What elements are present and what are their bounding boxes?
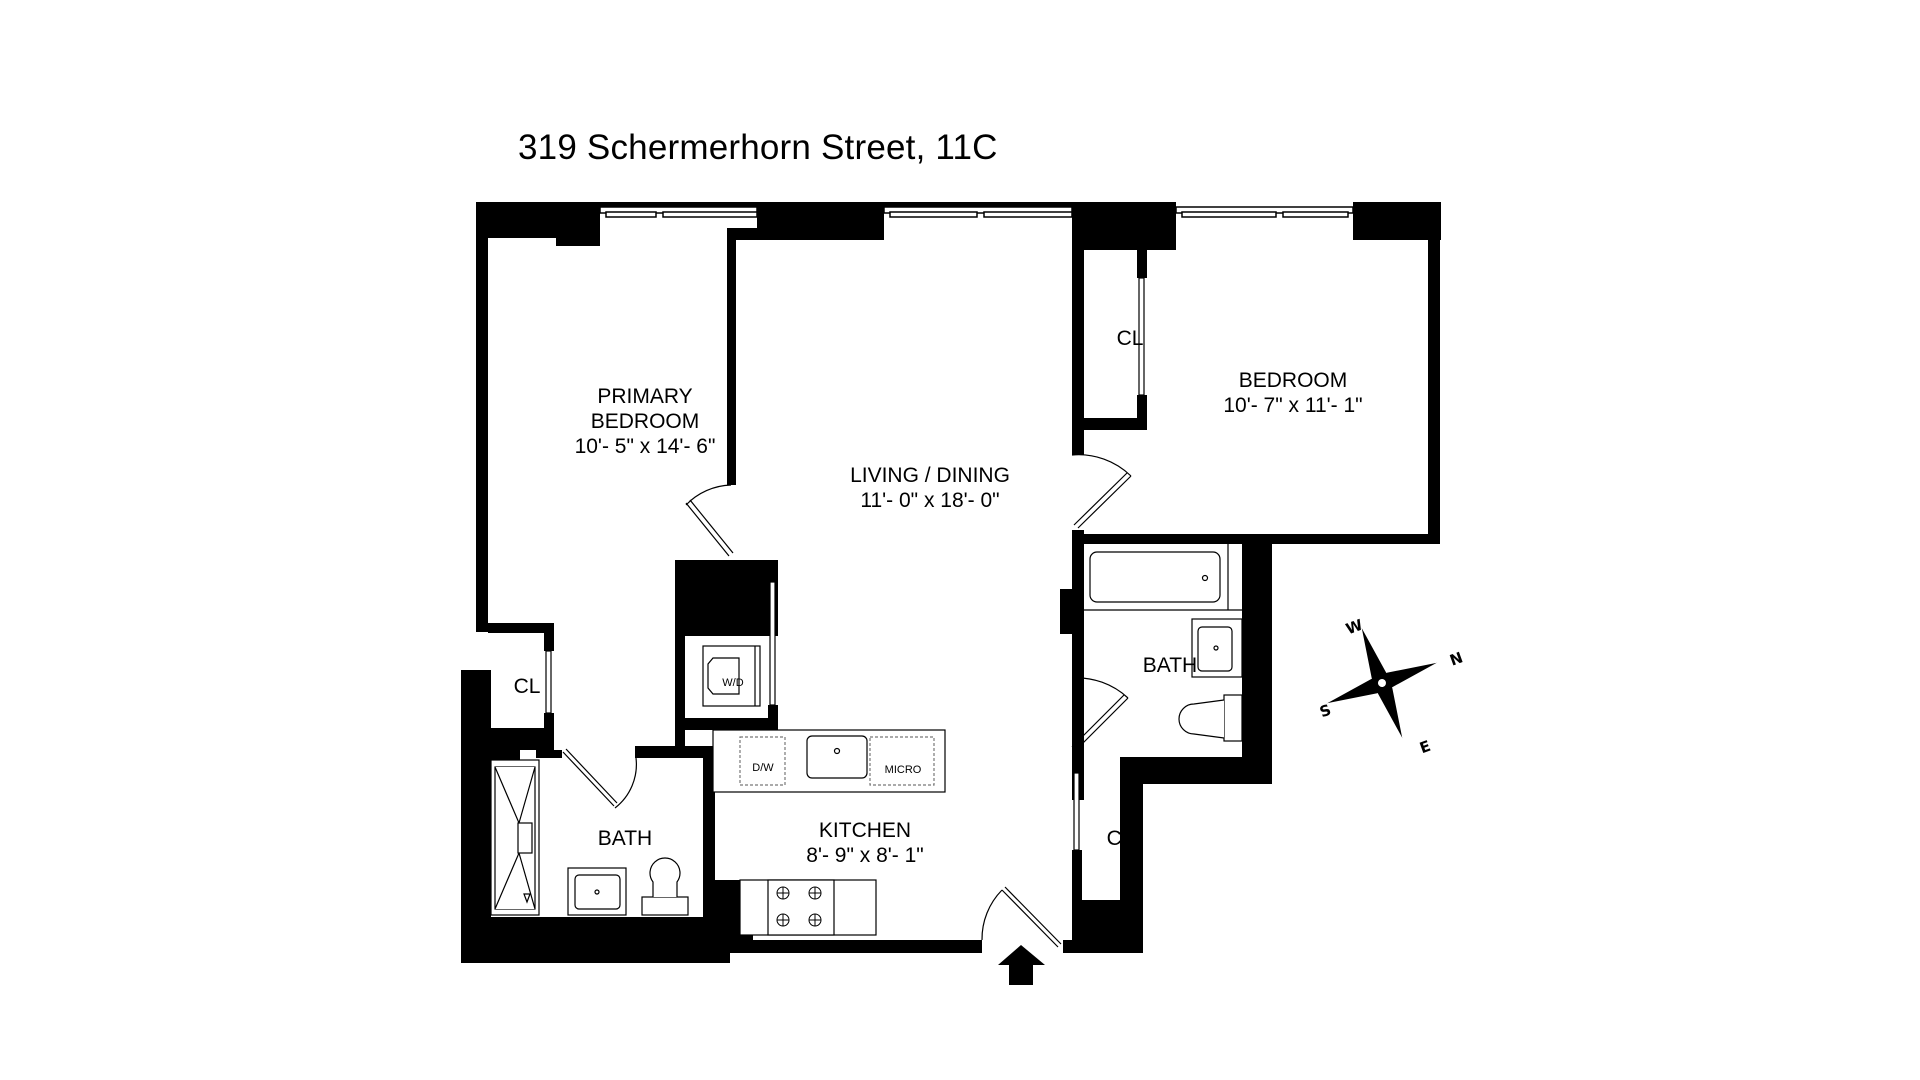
walls — [461, 202, 1441, 963]
plan-title: 319 Schermerhorn Street, 11C — [518, 128, 998, 167]
room-bath-primary: BATH — [597, 827, 653, 850]
room-name: BEDROOM — [590, 410, 700, 433]
room-closet-entry: CL — [1106, 827, 1134, 850]
second-bath-fixtures — [1082, 544, 1243, 742]
microwave-label: MICRO — [884, 764, 922, 776]
dishwasher-label: D/W — [752, 762, 774, 774]
kitchen-counters — [712, 729, 946, 936]
door-swings — [562, 454, 1132, 948]
room-dimensions: 10'- 7" x 11'- 1" — [1223, 394, 1363, 417]
room-name: KITCHEN — [818, 819, 912, 842]
windows — [599, 206, 1354, 218]
room-kitchen: KITCHEN 8'- 9" x 8'- 1" — [780, 818, 950, 868]
room-dimensions: 11'- 0" x 18'- 0" — [860, 489, 1000, 512]
room-closet-primary: CL — [513, 675, 541, 698]
room-name: LIVING / DINING — [850, 464, 1010, 487]
room-name: PRIMARY — [597, 385, 693, 408]
stove-burners-icon — [776, 886, 822, 927]
primary-bath-fixtures — [490, 759, 689, 916]
entry-arrow-icon — [998, 945, 1045, 985]
room-bath-second: BATH — [1142, 654, 1198, 677]
room-living-dining: LIVING / DINING 11'- 0" x 18'- 0" — [830, 463, 1030, 513]
room-primary-bedroom: PRIMARY BEDROOM 10'- 5" x 14'- 6" — [555, 384, 735, 459]
room-closet-bedroom: CL — [1116, 327, 1144, 350]
washer-dryer-label: W/D — [722, 677, 744, 689]
compass-rose-icon — [1325, 626, 1439, 740]
room-bedroom: BEDROOM 10'- 7" x 11'- 1" — [1208, 368, 1378, 418]
closet-doors — [545, 277, 1145, 851]
room-dimensions: 10'- 5" x 14'- 6" — [574, 435, 716, 458]
room-dimensions: 8'- 9" x 8'- 1" — [806, 844, 924, 867]
room-name: BEDROOM — [1238, 369, 1348, 392]
washer-dryer-icon — [702, 645, 761, 707]
